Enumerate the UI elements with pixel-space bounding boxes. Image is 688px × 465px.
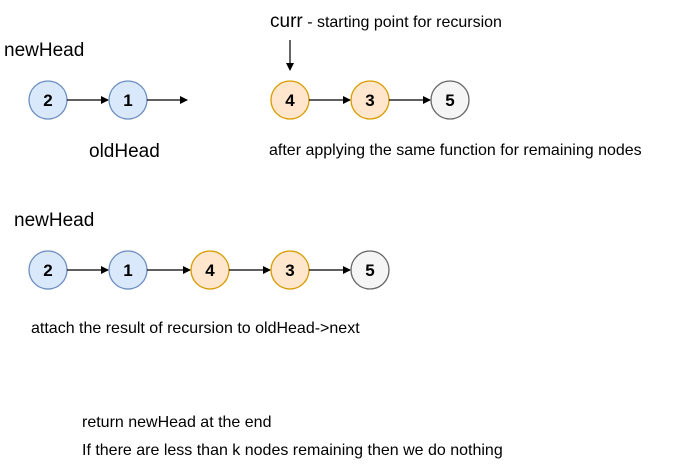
node-value: 1 xyxy=(123,91,132,110)
node-value: 5 xyxy=(445,91,454,110)
list-node: 3 xyxy=(270,250,310,290)
top-new-head-label: newHead xyxy=(4,40,85,61)
top-caption: after applying the same function for rem… xyxy=(269,142,642,159)
node-value: 1 xyxy=(123,261,132,280)
node-circle xyxy=(350,250,390,290)
list-node: 4 xyxy=(190,250,230,290)
list-node: 2 xyxy=(28,250,68,290)
bottom-caption: attach the result of recursion to oldHea… xyxy=(31,320,360,337)
node-value: 4 xyxy=(285,91,295,110)
bottom-list: 2 1 4 3 5 xyxy=(28,250,390,290)
list-node: 1 xyxy=(108,80,148,120)
curr-label: curr xyxy=(270,11,303,32)
node-value: 4 xyxy=(205,261,215,280)
list-node: 1 xyxy=(108,250,148,290)
node-value: 3 xyxy=(365,91,374,110)
top-right-list: 4 3 5 xyxy=(270,80,470,120)
bottom-new-head-label: newHead xyxy=(14,210,95,231)
old-head-label: oldHead xyxy=(89,141,160,162)
list-node: 2 xyxy=(28,80,68,120)
list-node: 4 xyxy=(270,80,310,120)
list-node: 3 xyxy=(350,80,390,120)
curr-annotation: curr - starting point for recursion xyxy=(270,11,502,33)
node-circle xyxy=(430,80,470,120)
node-value: 2 xyxy=(43,91,52,110)
node-value: 2 xyxy=(43,261,52,280)
node-value: 5 xyxy=(365,261,374,280)
footer-line-1: return newHead at the end xyxy=(82,414,272,431)
list-node: 5 xyxy=(350,250,390,290)
list-node: 5 xyxy=(430,80,470,120)
node-value: 3 xyxy=(285,261,294,280)
footer-line-2: If there are less than k nodes remaining… xyxy=(82,442,503,459)
curr-caption: - starting point for recursion xyxy=(307,14,502,31)
